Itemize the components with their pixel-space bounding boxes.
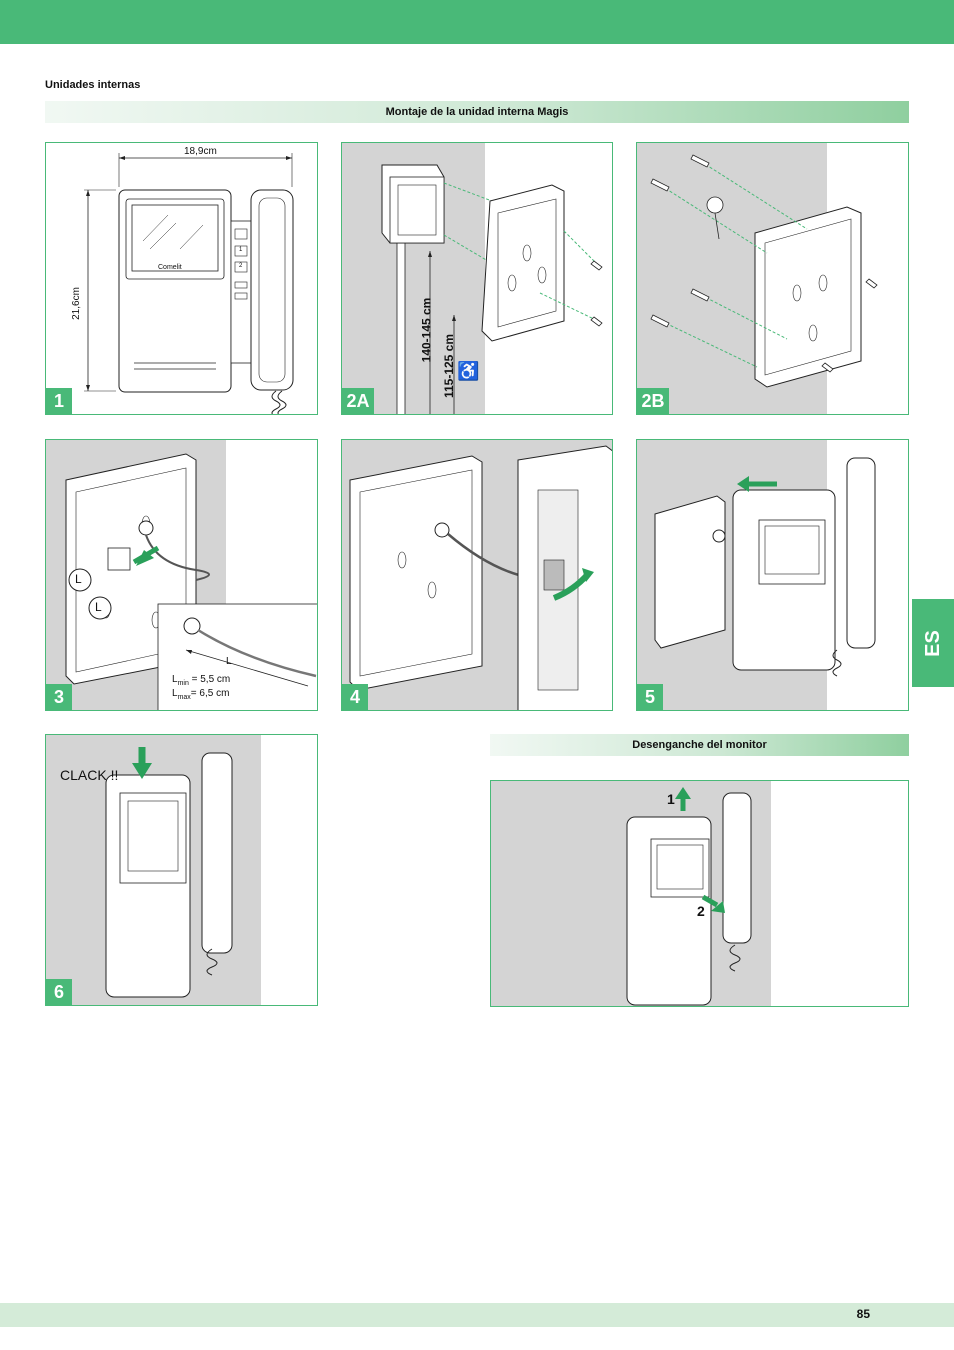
panel-3-cable: L L L Lmin = 5,5 cm Lmax= 6,5 cm 3	[45, 439, 318, 711]
section-title: Unidades internas	[45, 79, 141, 91]
panel-2b-fixing: 2B	[636, 142, 909, 415]
cable-max-length: Lmax= 6,5 cm	[172, 688, 230, 701]
step-number-6: 6	[46, 979, 72, 1005]
clack-caption: CLACK !!	[60, 767, 119, 783]
detail-length-marker: L	[226, 656, 232, 667]
length-marker-1: L	[75, 572, 82, 586]
height-dimension: 21,6cm	[70, 287, 82, 320]
key-label-2: 2	[239, 263, 243, 269]
step-number-2a: 2A	[342, 388, 374, 414]
page-number: 85	[856, 1307, 870, 1321]
terminal-connection-drawing	[342, 440, 612, 710]
step-number-5: 5	[637, 684, 663, 710]
mounting-band: Montaje de la unidad interna Magis	[45, 101, 909, 123]
monitor-hook-drawing	[637, 440, 876, 710]
panel-6-clack: CLACK !! 6	[45, 734, 318, 1006]
cable-length-drawing	[46, 440, 317, 710]
panel-release: 1 2	[490, 780, 909, 1007]
step-number-3: 3	[46, 684, 72, 710]
cable-min-length: Lmin = 5,5 cm	[172, 674, 231, 687]
monitor-dimensions-drawing	[84, 153, 294, 414]
length-marker-2: L	[95, 600, 102, 614]
width-dimension: 18,9cm	[184, 146, 217, 157]
release-band: Desenganche del monitor	[490, 734, 909, 756]
release-step-1: 1	[667, 791, 675, 807]
height-range-eye: 140-145 cm	[419, 297, 434, 363]
panel-2a-height: 140-145 cm 115-125 cm ♿ 2A	[341, 142, 613, 415]
step-number-1: 1	[46, 388, 72, 414]
wheelchair-icon: ♿	[457, 361, 480, 381]
step-number-4: 4	[342, 684, 368, 710]
monitor-click-drawing	[46, 735, 261, 1005]
top-color-bar	[0, 0, 954, 44]
brand-logo: Comelit	[158, 264, 182, 271]
monitor-release-drawing	[491, 781, 771, 1006]
panel-4-connection: 4	[341, 439, 613, 711]
key-label-1: 1	[239, 247, 243, 253]
height-range-accessible: 115-125 cm	[442, 333, 457, 399]
step-number-2b: 2B	[637, 388, 669, 414]
bracket-fixing-drawing	[637, 143, 878, 414]
bottom-color-bar	[0, 1303, 954, 1327]
panel-1-dimensions: 18,9cm 21,6cm Comelit 1 2 1	[45, 142, 318, 415]
panel-5-hook: 5	[636, 439, 909, 711]
language-tab[interactable]: ES	[912, 599, 954, 687]
wall-box-drawing	[342, 143, 603, 414]
release-step-2: 2	[697, 903, 705, 919]
